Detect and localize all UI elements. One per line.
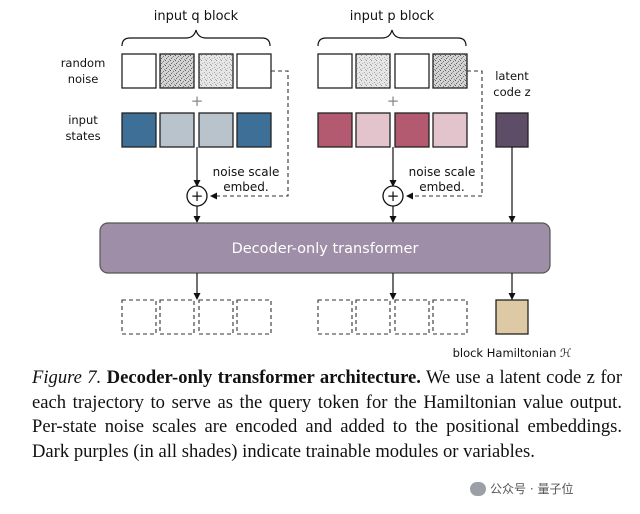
noise-scale-path-p (406, 70, 483, 200)
noise-cell (198, 53, 234, 89)
noise-scale-path-q (210, 70, 289, 200)
noise-scale-q-line2: embed. (223, 180, 269, 194)
watermark-text: 公众号 · 量子位 (490, 482, 574, 496)
state-cell (355, 112, 391, 148)
state-cell (317, 112, 353, 148)
noise-row-q (121, 53, 272, 89)
block-q-label: input q block (154, 9, 239, 24)
output-cell (236, 299, 272, 335)
noise-cell (317, 53, 353, 89)
brace-p (317, 29, 467, 47)
add-q-symbol: + (191, 187, 204, 205)
figure-caption: Figure 7. Decoder-only transformer archi… (32, 366, 622, 464)
wechat-icon (470, 481, 486, 496)
output-cell (159, 299, 195, 335)
noise-cell (432, 53, 468, 89)
random-noise-label-line2: noise (68, 72, 99, 86)
latent-label-line1: latent (495, 69, 529, 83)
caption-figure-number: Figure 7. (32, 367, 102, 388)
noise-cell (236, 53, 272, 89)
noise-scale-p-line1: noise scale (409, 165, 476, 179)
output-cell (198, 299, 234, 335)
random-noise-label-line1: random (61, 56, 106, 70)
transformer-label: Decoder-only transformer (232, 241, 419, 257)
output-cell (432, 299, 468, 335)
state-row-q (121, 112, 272, 148)
plus-p: + (387, 92, 400, 110)
noise-scale-p-line2: embed. (419, 180, 465, 194)
noise-scale-q-line1: noise scale (213, 165, 280, 179)
noise-row-p (317, 53, 468, 89)
latent-code-box (495, 112, 529, 148)
latent-label-line2: code z (493, 85, 530, 99)
hamiltonian-label: block Hamiltonian ℋ (453, 346, 572, 360)
output-cell (317, 299, 353, 335)
state-cell (159, 112, 195, 148)
state-cell (121, 112, 157, 148)
architecture-diagram: input q block input p block random noise… (61, 9, 572, 360)
plus-q: + (191, 92, 204, 110)
caption-body: We use a latent code z for each trajecto… (32, 367, 623, 462)
output-row-q (121, 299, 272, 335)
input-states-label-line2: states (65, 129, 100, 143)
caption-title: Decoder-only transformer architecture. (106, 367, 421, 388)
brace-q (121, 29, 271, 47)
block-p-label: input p block (350, 9, 435, 24)
input-states-label-line1: input (68, 113, 98, 127)
noise-cell (355, 53, 391, 89)
output-cell (121, 299, 157, 335)
decoder-transformer-box (99, 222, 551, 274)
watermark: 公众号 · 量子位 (470, 480, 573, 497)
hamiltonian-box (495, 299, 529, 335)
noise-cell (121, 53, 157, 89)
state-row-p (317, 112, 468, 148)
state-cell (198, 112, 234, 148)
noise-cell (394, 53, 430, 89)
output-cell (355, 299, 391, 335)
output-row-p (317, 299, 468, 335)
state-cell (236, 112, 272, 148)
output-cell (394, 299, 430, 335)
add-p-symbol: + (387, 187, 400, 205)
state-cell (394, 112, 430, 148)
noise-cell (159, 53, 195, 89)
state-cell (432, 112, 468, 148)
